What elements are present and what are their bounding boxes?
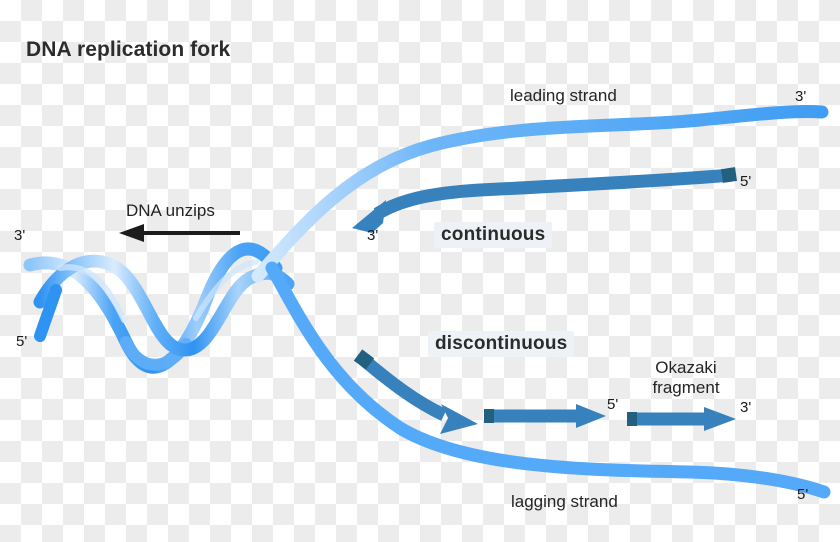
prime-label-leading-new-right: 5' <box>740 173 752 190</box>
okazaki-fragment-3-arrowhead <box>704 407 736 431</box>
okazaki-fragment-1-cap <box>353 349 375 370</box>
helix-ribbon-highlight-1 <box>57 264 127 323</box>
lagging-strand-label: lagging strand <box>511 492 618 511</box>
okazaki-fragment-label-line1: Okazaki <box>655 358 717 377</box>
prime-label-lagging-template-right: 5' <box>797 486 809 503</box>
lagging-template-strand <box>265 261 831 499</box>
continuous-label: continuous <box>434 222 553 248</box>
prime-label-okazaki3-end: 3' <box>740 399 752 416</box>
okazaki-fragment-1 <box>353 349 478 434</box>
leading-new-strand-arrow <box>352 167 737 233</box>
helix-ribbon-highlight-2 <box>193 259 259 321</box>
okazaki-fragment-1-shaft <box>359 355 447 421</box>
dna-unzips-arrowhead <box>119 224 144 242</box>
dna-unzips-arrow <box>119 224 240 242</box>
dna-double-helix <box>23 242 295 374</box>
discontinuous-label: discontinuous <box>428 331 575 357</box>
prime-label-helix-top-left: 3' <box>14 227 26 244</box>
page-title: DNA replication fork <box>26 38 231 61</box>
okazaki-fragment-2 <box>484 404 606 428</box>
leading-new-strand-shaft <box>373 168 733 220</box>
okazaki-fragment-3 <box>627 407 736 431</box>
okazaki-fragment-label-line2: fragment <box>652 377 720 397</box>
leading-template-strand <box>251 104 829 283</box>
prime-label-leading-template-right: 3' <box>795 88 807 105</box>
okazaki-fragment-1-arrowhead <box>440 404 478 434</box>
leading-new-strand-5prime-cap <box>721 167 737 183</box>
leading-new-strand-arrowhead <box>352 200 386 233</box>
prime-label-helix-bottom-left: 5' <box>16 333 28 350</box>
helix-5prime-tail <box>34 284 62 342</box>
leading-strand-label: leading strand <box>510 86 617 105</box>
prime-label-leading-new-arrowhead: 3' <box>367 227 379 244</box>
okazaki-fragment-2-arrowhead <box>576 404 606 428</box>
dna-unzips-label: DNA unzips <box>126 201 215 220</box>
prime-label-okazaki2-start: 5' <box>607 396 619 413</box>
